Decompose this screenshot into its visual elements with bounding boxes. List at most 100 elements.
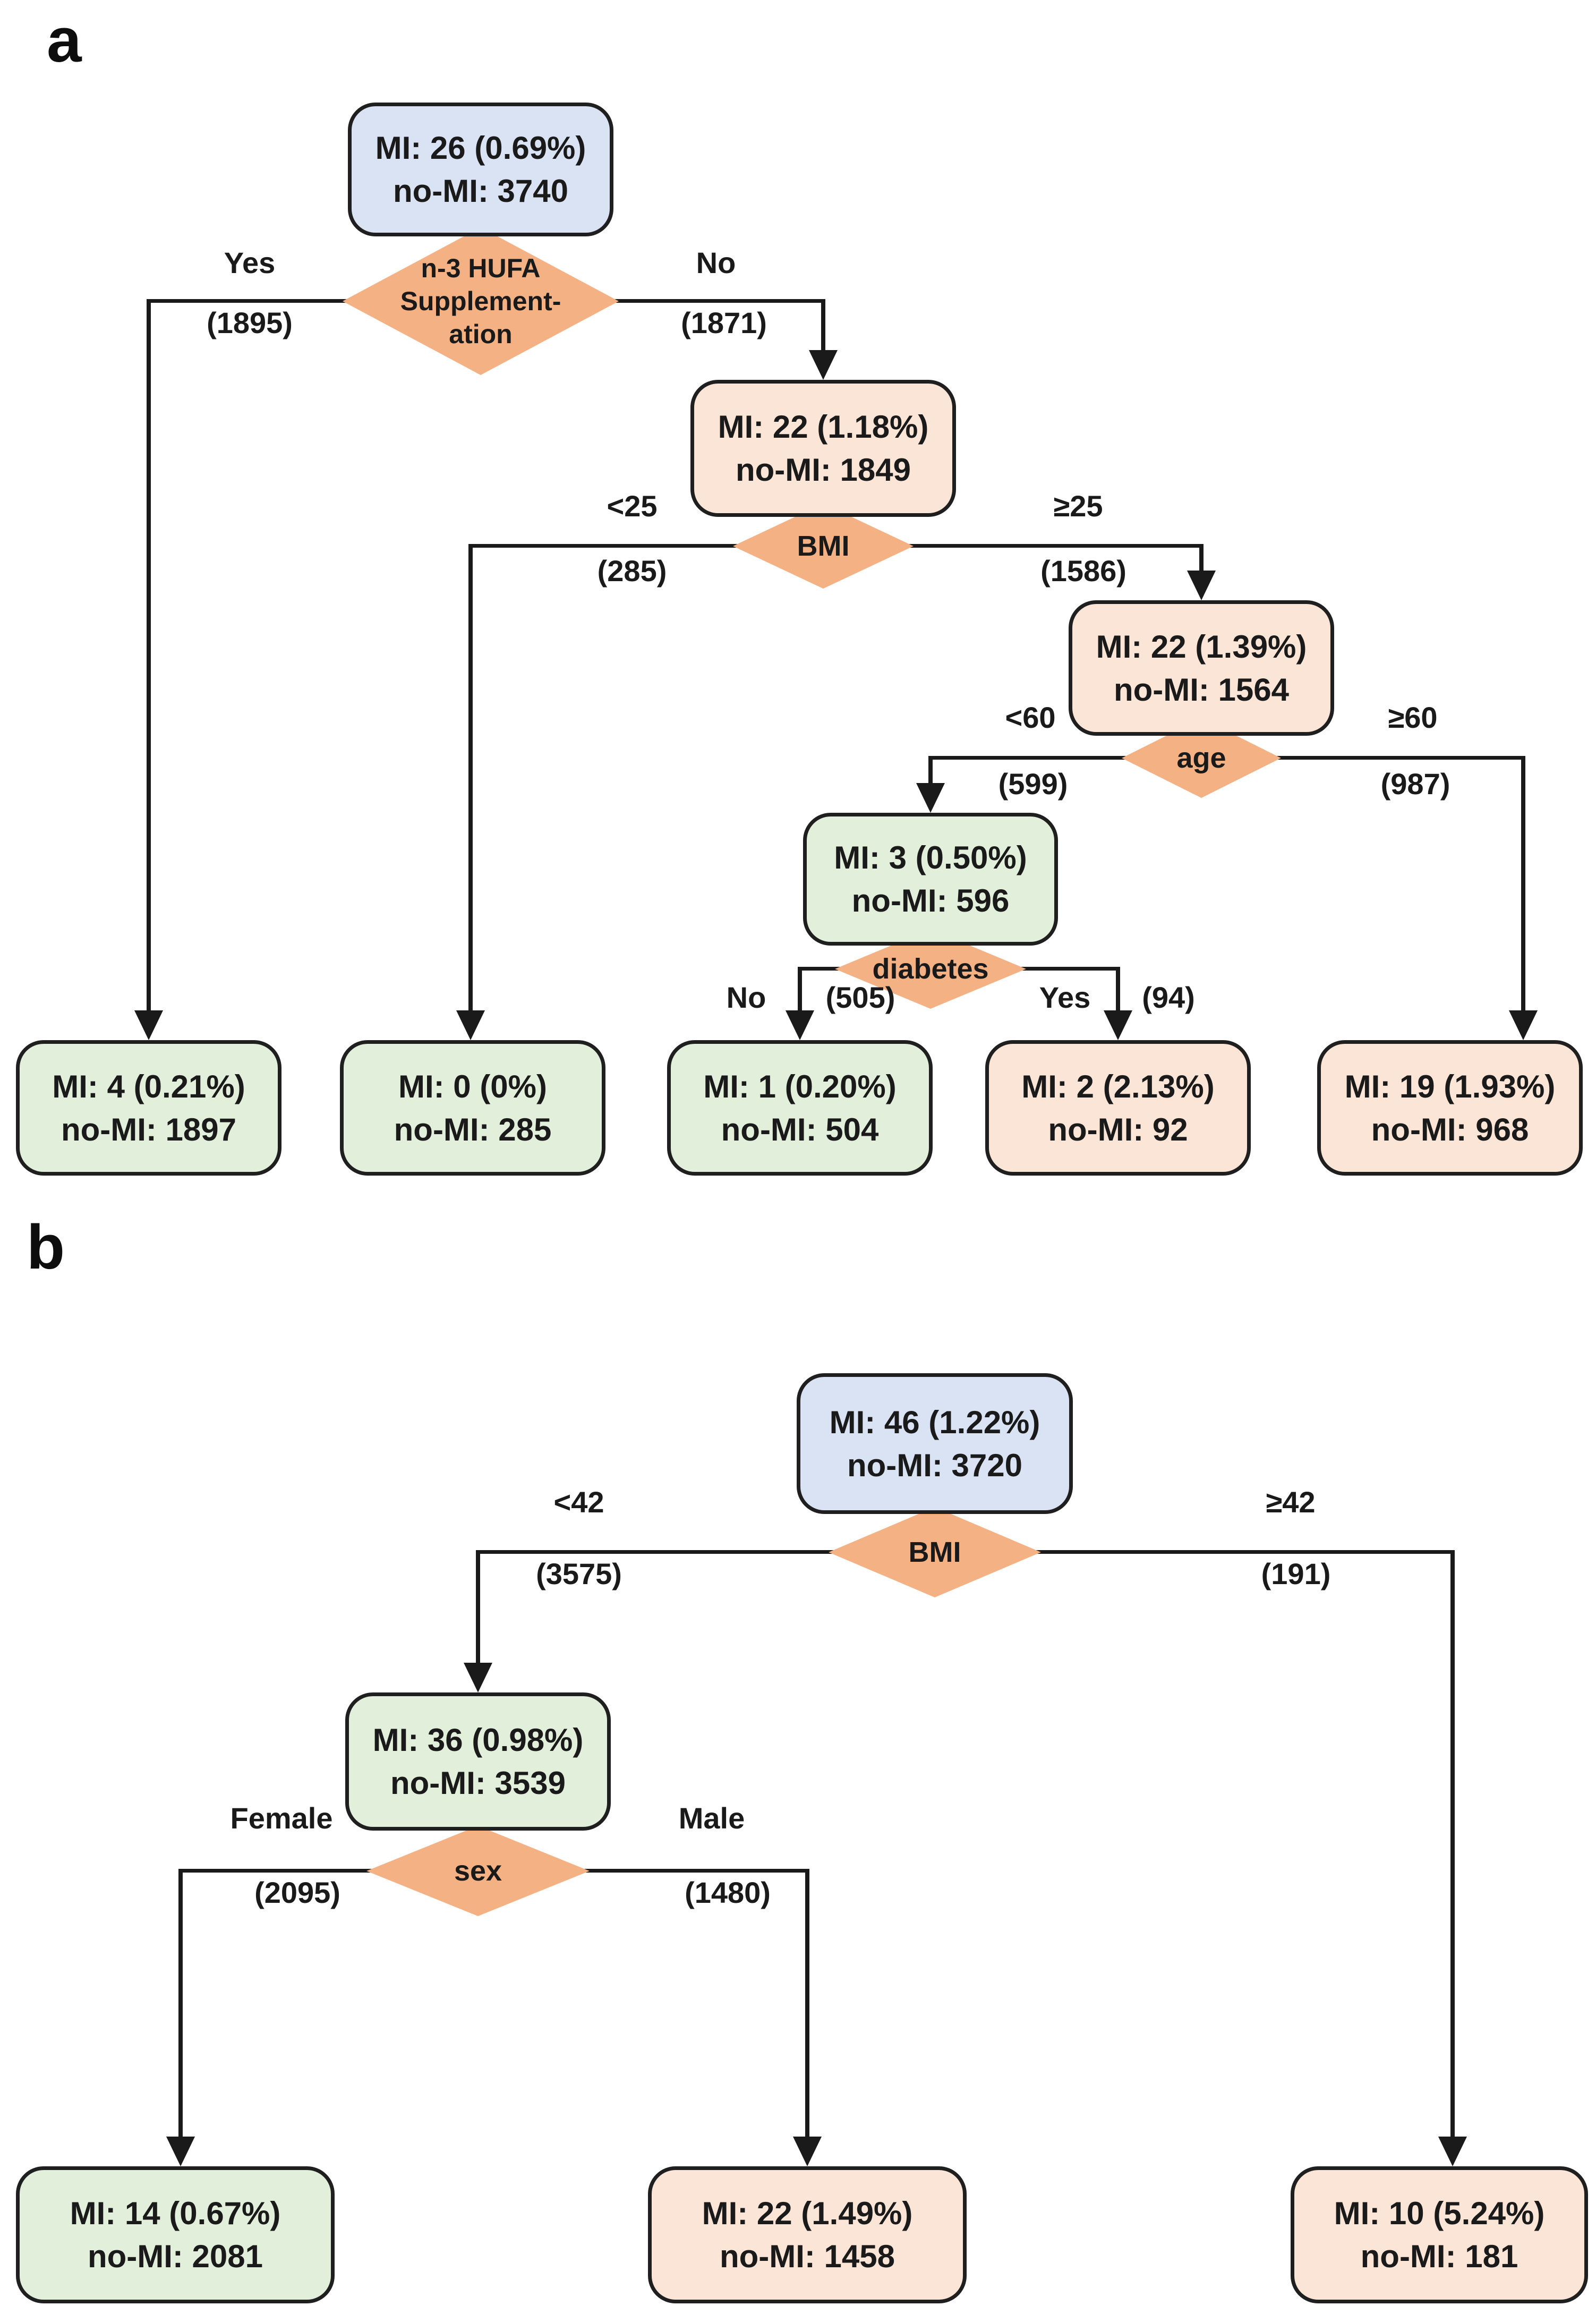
decision-text-line: BMI — [908, 1536, 961, 1568]
decision-hufa-supplementation: n-3 HUFA Supplement- ation — [343, 227, 619, 375]
arrowhead-down-icon — [1187, 571, 1216, 600]
branch-count-bmi-ge25: (1586) — [1040, 554, 1126, 588]
branch-count-bmi-lt25: (285) — [597, 554, 667, 588]
node-text-line: no-MI: 285 — [394, 1111, 552, 1147]
connector-line — [821, 299, 825, 352]
node-text-line: no-MI: 504 — [721, 1111, 879, 1147]
branch-count-age-lt60: (599) — [998, 767, 1068, 801]
decision-bmi-b: BMI — [829, 1507, 1041, 1597]
node-bmi-ge-25: MI: 22 (1.39%) no-MI: 1564 — [1069, 600, 1334, 736]
branch-count-diabetes-no: (505) — [825, 981, 895, 1014]
node-age-lt-60: MI: 3 (0.50%) no-MI: 596 — [803, 813, 1058, 946]
panel-b-label: b — [27, 1212, 65, 1282]
connector-line — [1450, 1550, 1455, 2138]
node-text-line: MI: 22 (1.39%) — [1096, 628, 1307, 665]
node-text-line: MI: 14 (0.67%) — [70, 2196, 281, 2231]
decision-text-line: n-3 HUFA — [421, 253, 541, 283]
branch-label-female: Female — [230, 1801, 333, 1835]
node-text-line: MI: 3 (0.50%) — [834, 840, 1027, 875]
node-text-line: no-MI: 596 — [851, 883, 1010, 918]
node-text-line: no-MI: 1458 — [719, 2239, 895, 2274]
connector-line — [476, 1550, 480, 1664]
decision-text-line: BMI — [797, 530, 850, 562]
branch-count-bmi-lt42: (3575) — [536, 1557, 622, 1590]
leaf-diabetes-yes: MI: 2 (2.13%) no-MI: 92 — [985, 1040, 1251, 1176]
branch-label-bmi-lt25: <25 — [607, 489, 658, 523]
node-bmi-lt-42: MI: 36 (0.98%) no-MI: 3539 — [345, 1692, 611, 1831]
branch-label-age-lt60: <60 — [1005, 701, 1056, 734]
node-text-line: MI: 26 (0.69%) — [375, 130, 586, 166]
node-text-line: MI: 36 (0.98%) — [372, 1722, 584, 1758]
branch-count-supplementation-yes: (1895) — [207, 306, 293, 339]
node-text-line: no-MI: 3720 — [847, 1447, 1023, 1483]
connector-line — [1521, 756, 1525, 1012]
decision-text-line: age — [1176, 742, 1226, 774]
arrowhead-down-icon — [1509, 1010, 1538, 1040]
connector-line — [147, 299, 151, 1012]
branch-label-bmi-ge42: ≥42 — [1266, 1485, 1316, 1519]
arrowhead-down-icon — [793, 2137, 822, 2166]
arrowhead-down-icon — [1438, 2137, 1467, 2166]
decision-text-line: ation — [449, 319, 513, 349]
leaf-bmi-ge-42: MI: 10 (5.24%) no-MI: 181 — [1291, 2166, 1588, 2303]
branch-count-male: (1480) — [685, 1876, 771, 1909]
branch-label-bmi-ge25: ≥25 — [1053, 489, 1103, 523]
branch-label-bmi-lt42: <42 — [553, 1485, 604, 1519]
leaf-supplementation-yes: MI: 4 (0.21%) no-MI: 1897 — [16, 1040, 281, 1176]
branch-count-female: (2095) — [254, 1876, 340, 1909]
leaf-female: MI: 14 (0.67%) no-MI: 2081 — [16, 2166, 335, 2303]
branch-label-diabetes-no: No — [726, 981, 766, 1014]
root-node-b: MI: 46 (1.22%) no-MI: 3720 — [797, 1373, 1073, 1514]
decision-text-line: Supplement- — [400, 286, 561, 316]
branch-label-supplementation-yes: Yes — [224, 246, 276, 279]
node-text-line: MI: 2 (2.13%) — [1021, 1068, 1215, 1104]
leaf-age-ge-60: MI: 19 (1.93%) no-MI: 968 — [1317, 1040, 1583, 1176]
leaf-diabetes-no: MI: 1 (0.20%) no-MI: 504 — [667, 1040, 933, 1176]
node-text-line: no-MI: 1849 — [735, 452, 911, 488]
decision-sex: sex — [366, 1826, 590, 1916]
node-text-line: no-MI: 1564 — [1113, 671, 1290, 708]
arrowhead-down-icon — [464, 1663, 492, 1692]
arrowhead-down-icon — [134, 1010, 163, 1040]
arrowhead-down-icon — [809, 350, 838, 380]
node-text-line: no-MI: 1897 — [61, 1111, 237, 1147]
leaf-male: MI: 22 (1.49%) no-MI: 1458 — [648, 2166, 967, 2303]
node-text-line: MI: 46 (1.22%) — [829, 1404, 1040, 1440]
connector-line — [798, 967, 802, 1012]
branch-label-diabetes-yes: Yes — [1039, 981, 1091, 1014]
node-text-line: MI: 10 (5.24%) — [1334, 2196, 1545, 2231]
connector-line — [468, 544, 473, 1012]
node-text-line: MI: 4 (0.21%) — [52, 1068, 245, 1104]
node-no-supplementation: MI: 22 (1.18%) no-MI: 1849 — [690, 380, 956, 517]
branch-count-diabetes-yes: (94) — [1142, 981, 1195, 1014]
connector-line — [928, 756, 933, 785]
node-text-line: MI: 22 (1.49%) — [702, 2196, 913, 2231]
root-node-a: MI: 26 (0.69%) no-MI: 3740 — [348, 103, 613, 236]
branch-count-supplementation-no: (1871) — [681, 306, 767, 339]
arrowhead-down-icon — [916, 783, 945, 813]
node-text-line: no-MI: 92 — [1048, 1111, 1188, 1147]
panel-a-label: a — [47, 5, 82, 75]
node-text-line: MI: 22 (1.18%) — [718, 409, 929, 445]
branch-label-male: Male — [678, 1801, 745, 1835]
leaf-bmi-lt-25: MI: 0 (0%) no-MI: 285 — [340, 1040, 605, 1176]
arrowhead-down-icon — [1104, 1010, 1132, 1040]
arrowhead-down-icon — [456, 1010, 485, 1040]
node-text-line: no-MI: 3740 — [392, 173, 569, 209]
node-text-line: no-MI: 181 — [1360, 2239, 1518, 2274]
node-text-line: no-MI: 2081 — [87, 2239, 263, 2274]
branch-count-bmi-ge42: (191) — [1261, 1557, 1331, 1590]
decision-text-line: sex — [454, 1854, 502, 1887]
arrowhead-down-icon — [786, 1010, 814, 1040]
node-text-line: no-MI: 968 — [1371, 1111, 1529, 1147]
branch-label-age-ge60: ≥60 — [1388, 701, 1438, 734]
connector-line — [805, 1869, 809, 2138]
decision-text-line: diabetes — [872, 952, 989, 985]
node-text-line: MI: 1 (0.20%) — [703, 1068, 897, 1104]
branch-count-age-ge60: (987) — [1380, 767, 1450, 801]
connector-line — [1116, 967, 1120, 1012]
node-text-line: MI: 19 (1.93%) — [1344, 1068, 1556, 1104]
connector-line — [1199, 544, 1204, 572]
node-text-line: MI: 0 (0%) — [398, 1068, 548, 1104]
